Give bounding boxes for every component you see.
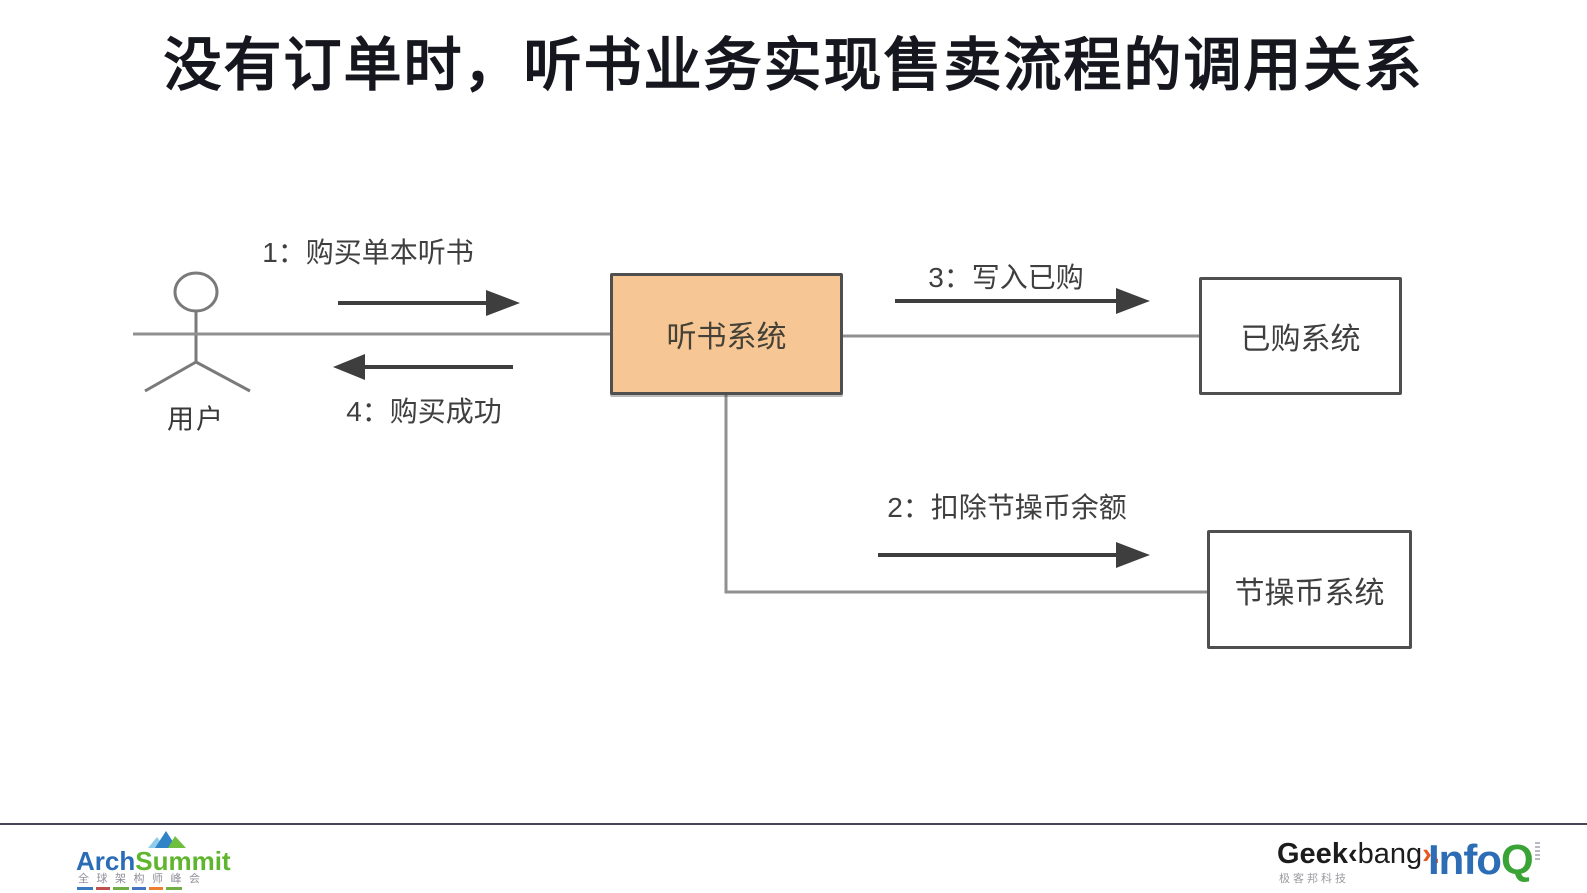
node-listen-label: 听书系统 bbox=[666, 321, 787, 354]
link-listen-coin bbox=[724, 395, 1207, 594]
geekbang-geek: Geek bbox=[1277, 838, 1348, 870]
message-3-label: 3：写入已购 bbox=[928, 262, 1084, 293]
infoq-wordmark: InfoQ bbox=[1428, 836, 1534, 883]
actor-label: 用户 bbox=[167, 404, 225, 435]
node-purchased-system: 已购系统 bbox=[1199, 277, 1402, 395]
arrow-msg-4 bbox=[333, 354, 513, 380]
node-coin-system: 节操币系统 bbox=[1207, 530, 1412, 649]
archsummit-ribbon bbox=[77, 887, 182, 890]
geekbang-bracket-left: ‹ bbox=[1347, 838, 1358, 870]
archsummit-mountain-icon bbox=[148, 831, 186, 848]
infoq-q: Q bbox=[1500, 836, 1534, 883]
geekbang-logo: Geek‹bang›. 极客邦科技 bbox=[1277, 838, 1440, 885]
archsummit-wordmark-summit: Summit bbox=[135, 846, 231, 876]
message-1-label: 1：购买单本听书 bbox=[262, 237, 474, 268]
archsummit-wordmark: ArchSummit bbox=[76, 846, 231, 877]
infoq-logo: InfoQ bbox=[1428, 836, 1540, 884]
node-coin-label: 节操币系统 bbox=[1234, 576, 1385, 610]
footer-divider bbox=[0, 823, 1587, 825]
message-4-label: 4：购买成功 bbox=[346, 396, 502, 427]
arrow-msg-3 bbox=[895, 288, 1150, 314]
page-title: 没有订单时，听书业务实现售卖流程的调用关系 bbox=[163, 31, 1424, 99]
message-2-label: 2：扣除节操币余额 bbox=[887, 492, 1127, 523]
infoq-info: Info bbox=[1428, 836, 1502, 883]
geekbang-dot: . bbox=[1431, 838, 1440, 870]
message-arrows bbox=[333, 288, 1150, 568]
connector-lines bbox=[133, 332, 1207, 594]
geekbang-subtitle: 极客邦科技 bbox=[1279, 873, 1349, 885]
geekbang-wordmark: Geek‹bang›. bbox=[1277, 838, 1440, 871]
actor-figure bbox=[144, 271, 251, 393]
actor-leg-left bbox=[144, 360, 197, 393]
geekbang-bang: bang bbox=[1357, 838, 1423, 870]
node-purchased-label: 已购系统 bbox=[1240, 323, 1361, 356]
archsummit-wordmark-arch: Arch bbox=[76, 846, 136, 876]
infoq-vertical-text bbox=[1534, 842, 1540, 862]
arrow-msg-1 bbox=[338, 290, 520, 316]
archsummit-subtitle: 全球架构师峰会 bbox=[78, 873, 208, 885]
actor-head bbox=[173, 271, 219, 313]
node-listen-system: 听书系统 bbox=[610, 273, 843, 395]
arrow-msg-2 bbox=[878, 542, 1150, 568]
actor-leg-right bbox=[195, 360, 251, 393]
geekbang-bracket-right: › bbox=[1422, 838, 1432, 870]
